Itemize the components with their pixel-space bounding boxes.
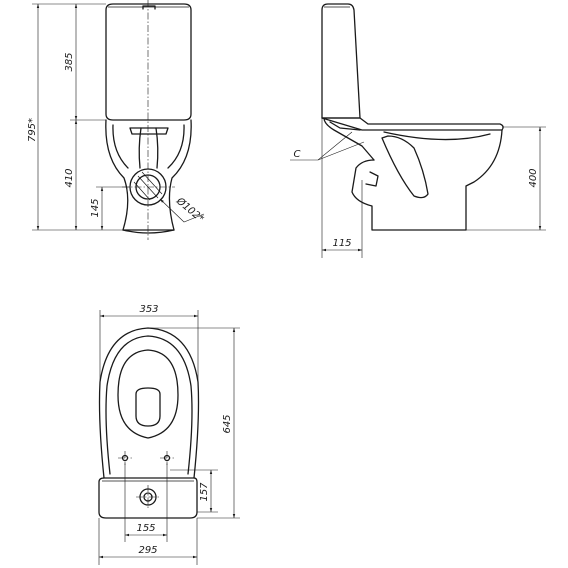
- dim-bolt-spacing: 155: [136, 523, 155, 534]
- front-tank: [105, 3, 192, 121]
- side-seat: [321, 117, 504, 131]
- dim-back-offset: 115: [332, 238, 351, 249]
- dim-depth: 645: [222, 414, 233, 433]
- dim-outlet-height: 145: [90, 198, 101, 217]
- side-bowl: [351, 129, 503, 231]
- dim-pan-height: 410: [64, 168, 75, 187]
- dim-bolt-offset: 157: [199, 482, 210, 502]
- dim-top-width: 353: [139, 304, 158, 315]
- dim-outlet-diameter: Ø102*: [173, 194, 206, 224]
- front-view: 795* 385 410 145 Ø102*: [27, 0, 206, 240]
- dim-overall-height: 795*: [27, 118, 38, 142]
- dim-tank-height: 385: [64, 52, 75, 71]
- side-view: C 400 115: [290, 3, 546, 258]
- side-tank: [321, 3, 361, 119]
- callout-c: C: [294, 149, 301, 160]
- front-pan: [105, 119, 192, 231]
- top-tank: [98, 477, 198, 519]
- dim-seat-height: 400: [528, 168, 539, 187]
- dim-tank-width: 295: [138, 545, 157, 556]
- top-view: 353 645 157 155 295: [98, 304, 240, 565]
